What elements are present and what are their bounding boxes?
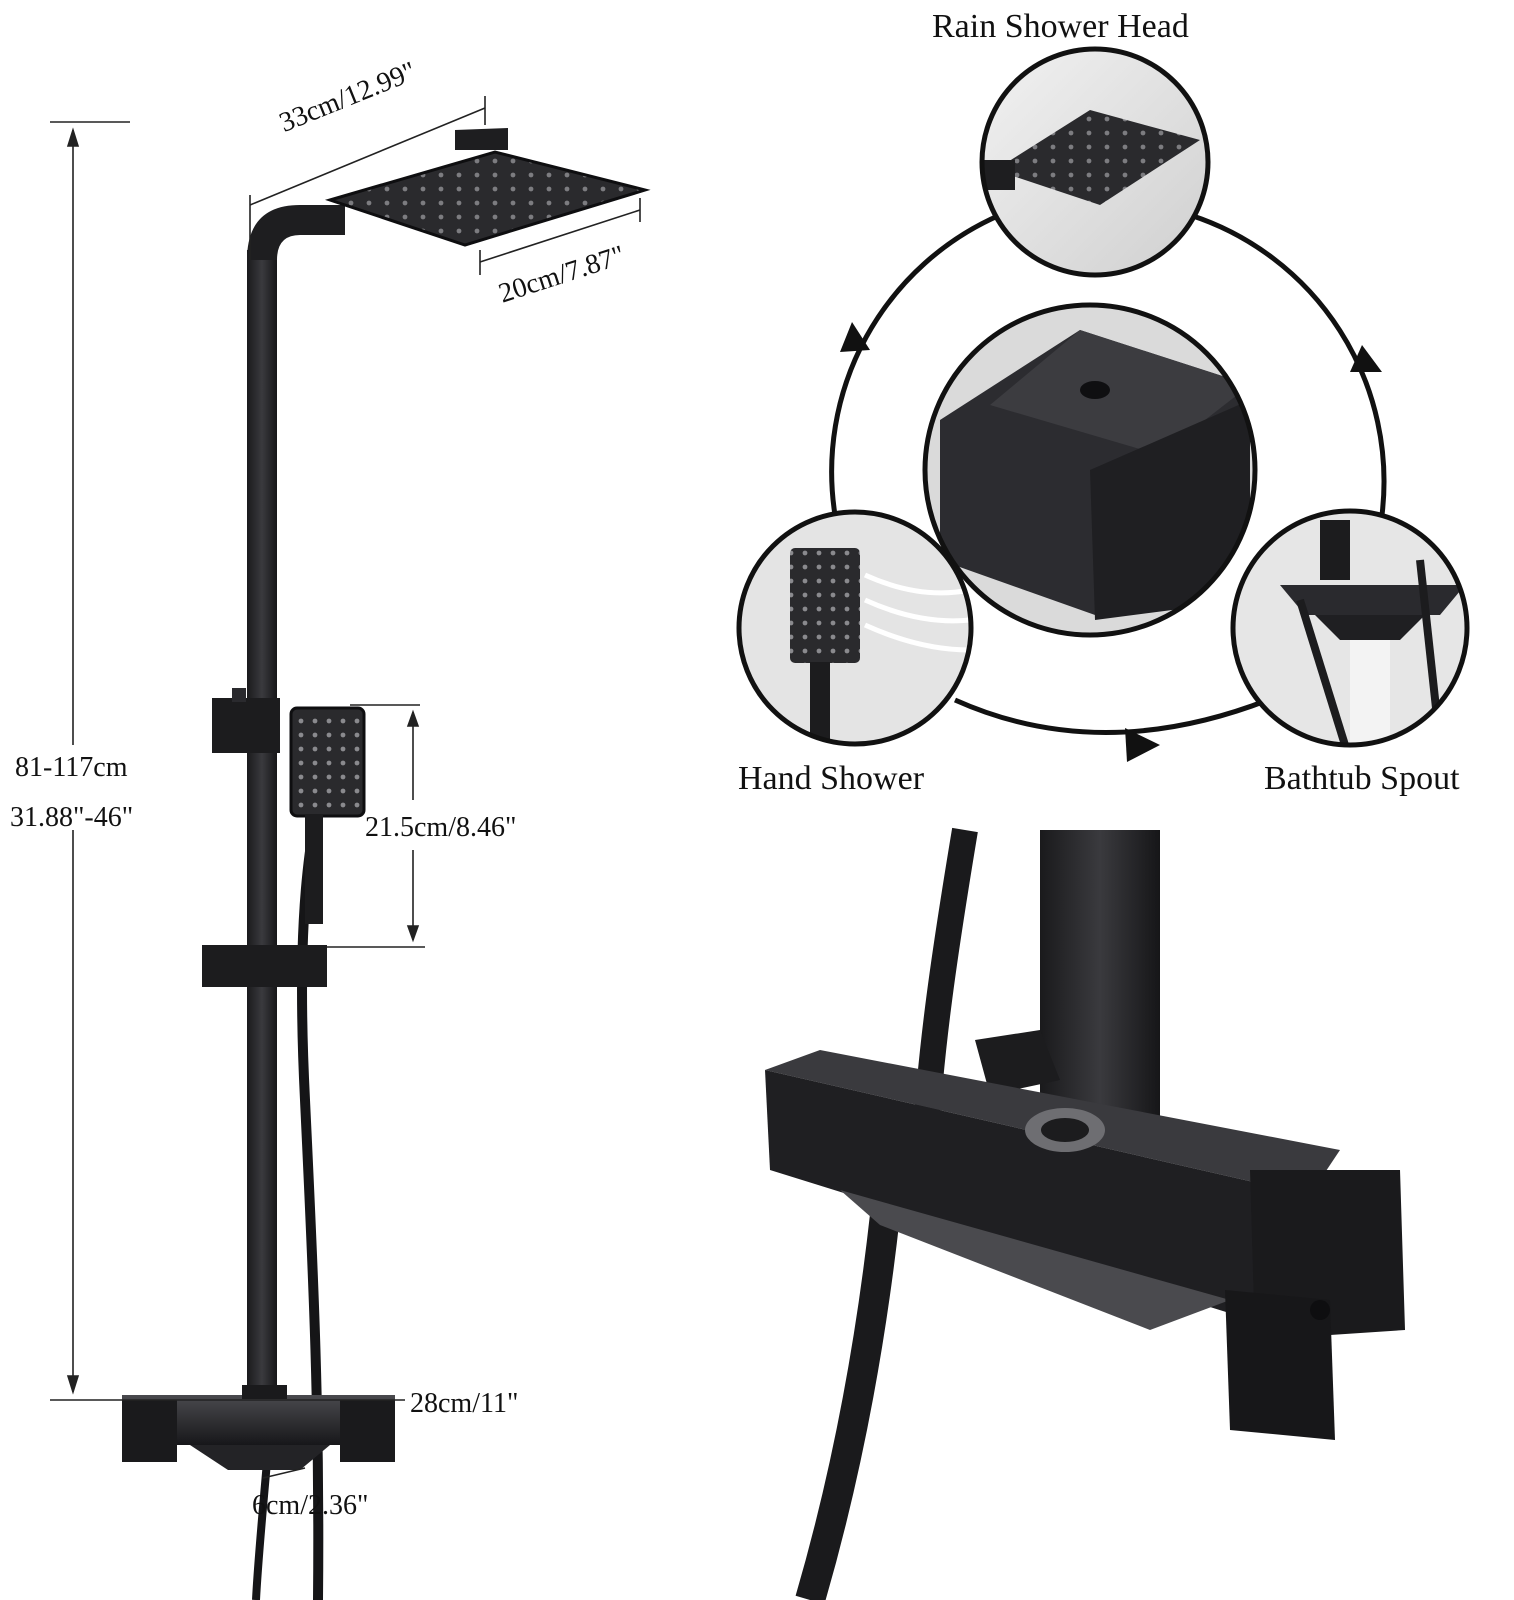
hand-shower-photo [739,512,971,744]
mixer-width-label: 28cm/11" [410,1388,519,1419]
cycle-arrow-right [1350,345,1382,372]
rain-shower-head-photo [982,49,1208,275]
function-cycle-diagram [736,46,1470,762]
dimension-lines [50,96,641,1479]
spout-width-label: 6cm/2.36" [252,1490,369,1521]
rain-shower-head-label: Rain Shower Head [932,8,1189,45]
cycle-arrow-bottom [1125,728,1160,762]
hand-shower-label: Hand Shower [738,760,925,797]
hand-shower-height-label: 21.5cm/8.46" [365,812,517,843]
height-cm-label: 81-117cm [15,752,128,783]
mixer-closeup-photo [765,827,1405,1600]
shower-system-illustration [122,128,651,1600]
bathtub-spout-label: Bathtub Spout [1264,760,1460,797]
thermostat-valve-photo [925,305,1255,635]
bathtub-spout-photo [1233,511,1467,745]
height-in-label: 31.88"-46" [10,802,134,833]
cycle-arrow-left [840,322,870,352]
